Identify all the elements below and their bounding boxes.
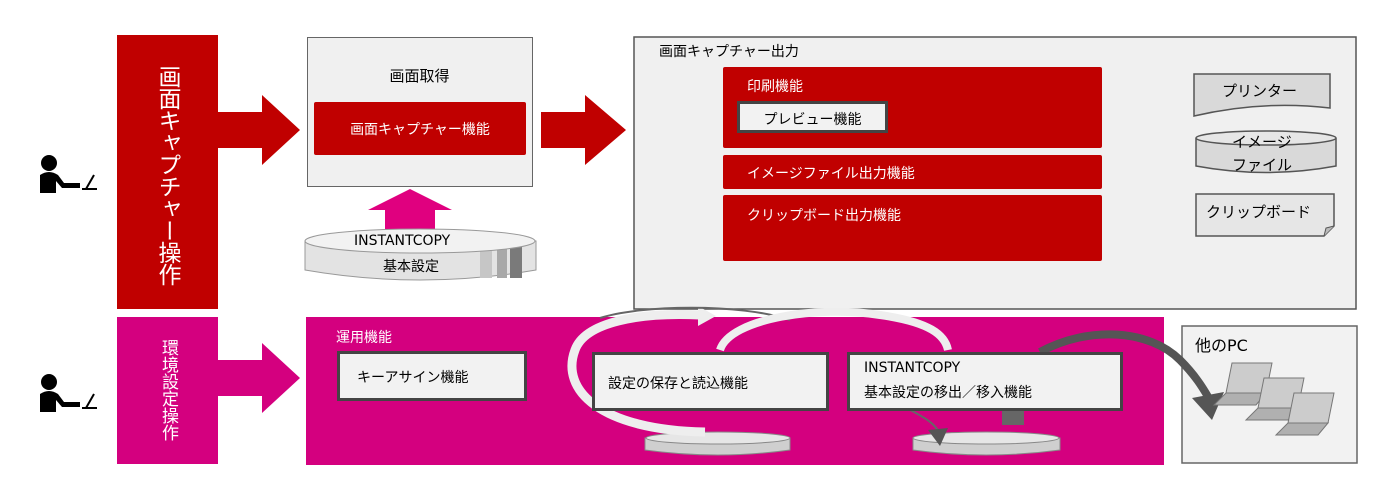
output-panel-title: 画面キャプチャー出力 — [659, 44, 799, 60]
printer-label: プリンター — [1222, 82, 1298, 100]
save-load-function-box: 設定の保存と読込機能 — [592, 352, 829, 411]
image-file-function-bar: イメージファイル出力機能 — [723, 155, 1102, 189]
capture-function-label: 画面キャプチャー機能 — [350, 122, 490, 138]
env-operation-label: 環境設定操作 — [158, 339, 178, 441]
laptop-icon-1 — [1212, 362, 1273, 406]
clipboard-function-bar: クリップボード出力機能 — [723, 195, 1102, 261]
preview-function-box: プレビュー機能 — [737, 101, 888, 133]
printer-shape — [1193, 73, 1331, 117]
export-to-other-pc-arrow — [1038, 330, 1214, 403]
save-load-cycle-arrow — [567, 310, 706, 437]
operations-panel-title: 運用機能 — [336, 330, 392, 346]
keyassign-function-label: キーアサイン機能 — [357, 370, 469, 386]
clipboard-shape — [1195, 193, 1335, 237]
save-load-function-label: 設定の保存と読込機能 — [608, 376, 748, 392]
settings-db-line1: INSTANTCOPY — [354, 233, 451, 249]
capture-acquire-box: 画面取得 画面キャプチャー機能 — [307, 37, 533, 187]
settings-db-line2: 基本設定 — [383, 259, 439, 275]
arrow-acquire-to-output — [541, 95, 626, 165]
arrow-settings-to-acquire — [368, 189, 452, 230]
keyassign-function-box: キーアサイン機能 — [337, 351, 527, 401]
export-import-label-line1: INSTANTCOPY — [864, 360, 961, 376]
preview-function-label: プレビュー機能 — [763, 112, 862, 128]
export-cycle-arrow — [716, 307, 952, 352]
image-file-shape — [1195, 130, 1337, 174]
laptop-icon-3 — [1274, 392, 1335, 436]
capture-operation-panel: 画面キャプチャー操作 — [117, 35, 218, 309]
capture-acquire-title: 画面取得 — [389, 67, 450, 85]
env-operation-panel: 環境設定操作 — [117, 317, 218, 464]
print-function-label: 印刷機能 — [747, 79, 803, 95]
capture-function-bar: 画面キャプチャー機能 — [314, 102, 526, 155]
clipboard-function-label: クリップボード出力機能 — [747, 208, 901, 224]
user-icon — [40, 155, 97, 193]
image-file-function-label: イメージファイル出力機能 — [747, 166, 915, 182]
other-pc-label: 他のPC — [1195, 336, 1248, 355]
user-icon — [40, 374, 97, 412]
settings-database-shape — [304, 228, 537, 281]
image-file-label-line2: ファイル — [1232, 156, 1293, 174]
capture-operation-label: 画面キャプチャー操作 — [154, 65, 180, 285]
export-import-function-box: INSTANTCOPY 基本設定の移出／移入機能 — [847, 352, 1123, 411]
arrow-env-to-operations — [218, 343, 300, 413]
export-import-label-line2: 基本設定の移出／移入機能 — [864, 385, 1032, 401]
image-file-label-line1: イメージ — [1232, 133, 1292, 151]
clipboard-label: クリップボード — [1206, 203, 1312, 221]
print-function-bar: 印刷機能 プレビュー機能 — [723, 67, 1102, 148]
arrow-capture-to-acquire — [218, 95, 300, 165]
